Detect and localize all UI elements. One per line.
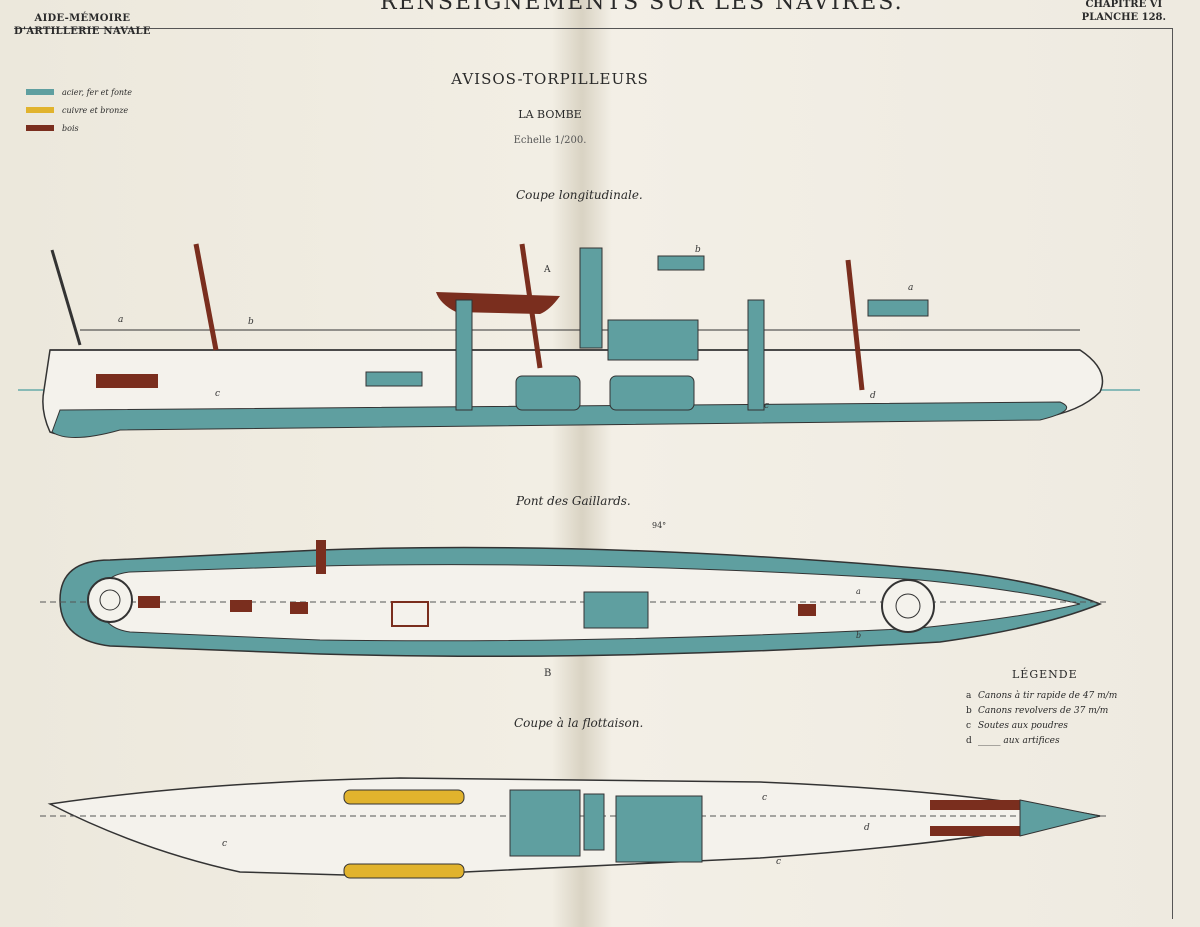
brass-swatch [26, 107, 54, 113]
gun-ring-hub [895, 593, 921, 619]
hatch-3 [290, 602, 308, 614]
legend-label-steel: acier, fer et fonte [62, 87, 133, 97]
fore-mast [193, 243, 219, 351]
wl-mark-c-fore: c [222, 839, 227, 849]
capstan-fore [87, 577, 133, 623]
boiler-room-aft [615, 795, 703, 863]
material-color-legend: acier, fer et fonte cuivre et bronze boi… [26, 83, 132, 137]
section-mark-B: B [544, 668, 551, 679]
wood-store-2 [930, 826, 1020, 836]
ventilator-aft [747, 299, 765, 411]
legende-box: LÉGENDE a Canons à tir rapide de 47 m/m … [966, 668, 1186, 751]
deck-fitting [365, 371, 423, 387]
torpedo-tube-starboard [343, 863, 465, 879]
funnel [579, 247, 603, 349]
hatch-4 [798, 604, 816, 616]
header-plate-number: CHAPITRE VI PLANCHE 128. [1082, 0, 1166, 24]
legend-row-steel: acier, fer et fonte [26, 83, 132, 101]
wood-bunk [96, 374, 158, 388]
legende-text: _____ aux artifices [978, 736, 1060, 746]
boiler-fore [515, 375, 581, 411]
aft-mast [845, 259, 865, 391]
vessel-name: LA BOMBE [518, 108, 582, 121]
legende-title: LÉGENDE [1012, 668, 1078, 681]
double-bottom [51, 401, 1068, 439]
vessel-class-title: AVISOS-TORPILLEURS [451, 70, 649, 88]
mark-b-fore: b [248, 317, 254, 327]
wood-store-1 [930, 800, 1020, 810]
ventilator-fore [455, 299, 473, 411]
wl-mark-d: d [864, 823, 870, 833]
legende-key: d [966, 736, 972, 746]
bow-mast [50, 249, 82, 346]
engine-hatch [583, 591, 649, 629]
section-mark-A: A [543, 265, 551, 275]
scale-label: Echelle 1/200. [513, 135, 587, 146]
header-left-line1: AIDE-MÉMOIRE [34, 13, 131, 24]
wood-swatch [26, 125, 54, 131]
legende-key: b [966, 706, 972, 716]
header-plate: PLANCHE 128. [1081, 12, 1166, 23]
mark-d-aft: d [870, 391, 876, 401]
legend-label-wood: bois [62, 123, 79, 133]
waterline-section: c c c d [40, 777, 1110, 879]
boat [436, 292, 560, 314]
capstan-hub [99, 589, 121, 611]
longitudinal-section: a b c b a c d A [18, 243, 1140, 439]
steel-swatch [26, 89, 54, 95]
hatch-1 [138, 596, 160, 608]
caption-longitudinal: Coupe longitudinale. [516, 188, 643, 202]
header-left-line2: D'ARTILLERIE NAVALE [14, 26, 151, 37]
header-chapter: CHAPITRE VI [1085, 0, 1163, 10]
hatch-2 [230, 600, 252, 612]
arc-angle-label: 94° [652, 521, 666, 530]
legende-item-b: b Canons revolvers de 37 m/m [966, 706, 1186, 721]
plate-title-block: AVISOS-TORPILLEURS LA BOMBE Echelle 1/20… [430, 70, 670, 146]
engine-casing [607, 319, 699, 361]
legende-text: Soutes aux poudres [978, 721, 1068, 731]
wl-mark-c-aft2: c [776, 857, 781, 867]
deck-mark-a: a [856, 587, 861, 596]
legende-text: Canons revolvers de 37 m/m [978, 706, 1109, 716]
boiler-aft [609, 375, 695, 411]
deck-mark-b: b [856, 631, 861, 640]
legend-row-brass: cuivre et bronze [26, 101, 132, 119]
gun-ring-aft [881, 579, 935, 633]
deck-plan: 94° B a b [40, 521, 1110, 679]
caption-deck: Pont des Gaillards. [516, 494, 631, 508]
bridge-top [657, 255, 705, 271]
wl-mark-c-aft1: c [762, 793, 767, 803]
mark-b-bridge: b [695, 245, 701, 255]
legend-row-wood: bois [26, 119, 132, 137]
stern-tank [1019, 799, 1101, 837]
aft-bridge [867, 299, 929, 317]
legend-label-brass: cuivre et bronze [62, 105, 129, 115]
boiler-room-fore [509, 789, 581, 857]
legende-key: a [966, 691, 972, 701]
header-section-title: RENSEIGNEMENTS SUR LES NAVIRES. [380, 0, 904, 15]
legende-item-a: a Canons à tir rapide de 47 m/m [966, 691, 1186, 706]
skylight [391, 601, 429, 627]
legende-key: c [966, 721, 972, 731]
bitt [316, 540, 326, 574]
legende-text: Canons à tir rapide de 47 m/m [978, 691, 1118, 701]
caption-waterline: Coupe à la flottaison. [514, 716, 644, 730]
plate-frame [14, 28, 1173, 919]
mark-c-fore: c [215, 389, 220, 399]
legende-item-c: c Soutes aux poudres [966, 721, 1186, 736]
header-book-title: AIDE-MÉMOIRE D'ARTILLERIE NAVALE [14, 12, 151, 38]
mark-a-aft: a [908, 283, 913, 293]
torpedo-tube-port [343, 789, 465, 805]
legende-item-d: d _____ aux artifices [966, 736, 1186, 751]
funnel-base [583, 793, 605, 851]
mark-c-aft: c [764, 401, 769, 411]
mark-a-fore: a [118, 315, 123, 325]
